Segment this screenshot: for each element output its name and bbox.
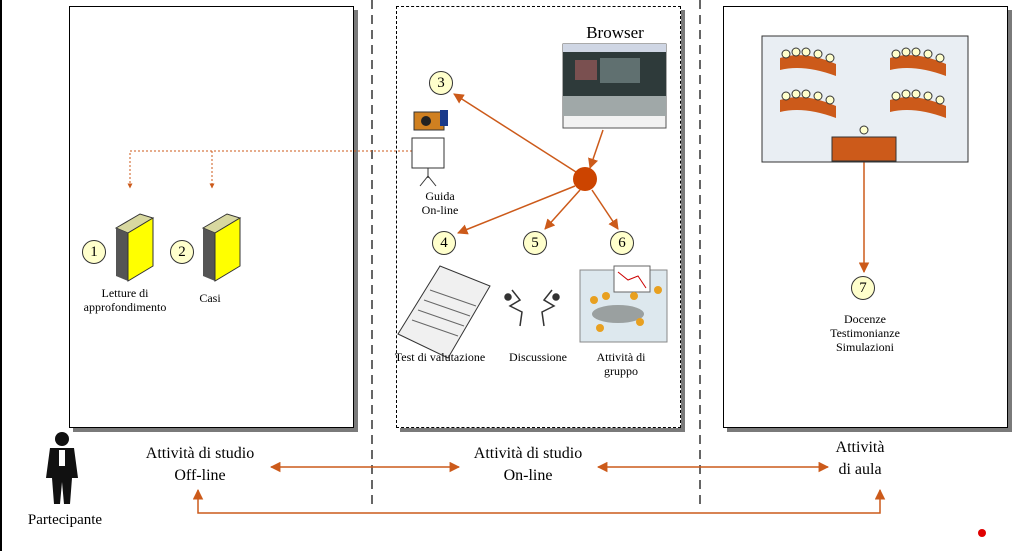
red-dot [978, 529, 986, 537]
arrow-node-3 [453, 93, 577, 173]
number-5: 5 [523, 231, 547, 255]
online-heading: Attività di studio On-line [458, 443, 598, 487]
casi-label: Casi [199, 291, 221, 305]
person-icon [46, 432, 78, 504]
arrow-offline-aula [192, 488, 886, 514]
number-6: 6 [610, 231, 634, 255]
book-icon [114, 213, 155, 282]
classroom-icon [761, 35, 969, 163]
group-meeting-icon [579, 265, 668, 343]
online-heading-line1: Attività di studio [473, 445, 583, 462]
online-heading-line2: On-line [503, 467, 553, 484]
guida-label-line1: Guida [425, 189, 455, 203]
arrow-browser-node [588, 129, 604, 169]
number-2: 2 [170, 240, 194, 264]
gruppo-label-line2: gruppo [604, 364, 638, 378]
guida-dotted-connector [127, 150, 412, 189]
offline-heading: Attività di studio Off-line [130, 443, 270, 487]
arrow-node-6 [591, 189, 619, 230]
projector-icon [411, 110, 448, 187]
browser-title: Browser [586, 23, 644, 42]
number-4: 4 [432, 231, 456, 255]
test-sheet-icon [397, 265, 491, 359]
discussione-label: Discussione [509, 350, 567, 364]
participant-label: Partecipante [27, 512, 103, 528]
letture-label: Letture di approfondimento [70, 286, 180, 314]
offline-heading-line2: Off-line [174, 467, 226, 484]
guida-label: Guida On-line [405, 189, 475, 217]
book-icon [201, 213, 242, 282]
docenze-label: Docenze [844, 312, 886, 326]
aula-activities-label: Docenze Testimonianze Simulazioni [800, 312, 930, 354]
offline-panel [69, 6, 354, 428]
letture-label-line2: approfondimento [83, 300, 167, 314]
number-3: 3 [429, 71, 453, 95]
arrow-node-4 [457, 185, 576, 235]
simulazioni-label: Simulazioni [836, 340, 894, 354]
testimonianze-label: Testimonianze [830, 326, 900, 340]
guida-label-line2: On-line [421, 203, 459, 217]
gruppo-label-line1: Attività di [596, 350, 646, 364]
number-7: 7 [851, 276, 875, 300]
arrow-node-5 [544, 189, 581, 230]
number-1: 1 [82, 240, 106, 264]
gruppo-label: Attività di gruppo [586, 350, 656, 378]
offline-heading-line1: Attività di studio [145, 445, 255, 462]
left-edge-line [0, 0, 2, 551]
letture-label-line1: Letture di [101, 286, 149, 300]
aula-heading: Attività di aula [820, 437, 900, 481]
browser-screenshot [562, 43, 667, 129]
discussion-faces-icon [504, 289, 560, 327]
test-label: Test di valutazione [394, 350, 486, 364]
hub-node [573, 167, 597, 191]
aula-heading-line2: di aula [838, 461, 882, 478]
aula-heading-line1: Attività [835, 439, 885, 456]
